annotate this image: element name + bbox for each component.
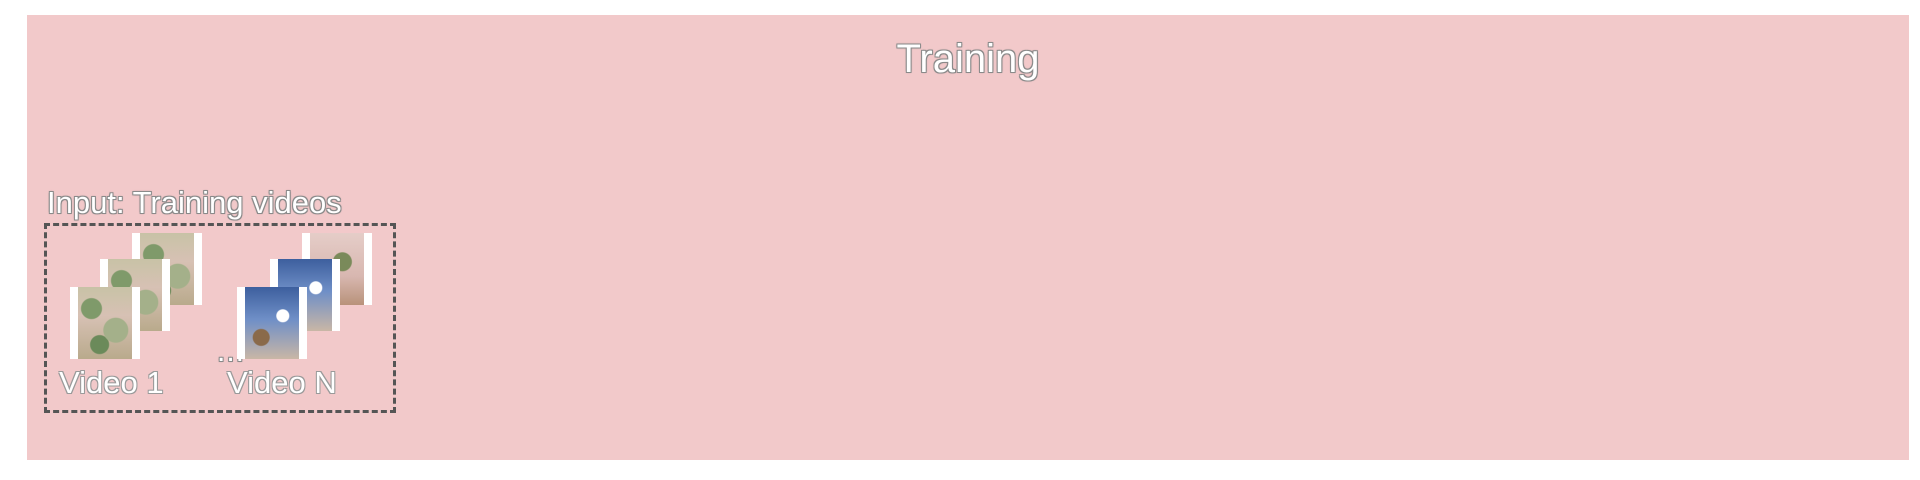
training-videos-box [44,223,396,413]
training-panel: Training Input: Training videos ... Vide… [27,15,1909,460]
training-title: Training [896,37,1040,81]
video-1-label: Video 1 [59,365,164,400]
video-frame-image [78,287,132,359]
video-frame-image [245,287,299,359]
video-n-frame-1 [237,287,307,359]
video-n-label: Video N [227,365,337,400]
video-1-frame-1 [70,287,140,359]
input-title: Input: Training videos [47,185,342,220]
